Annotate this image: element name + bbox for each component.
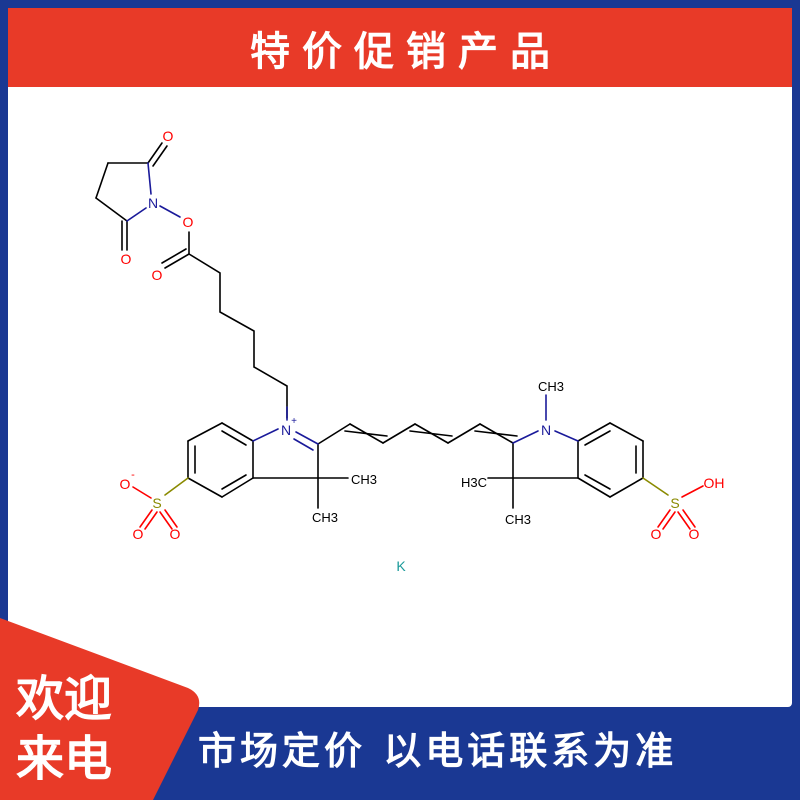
- atom-s: S: [152, 495, 161, 511]
- atom-o: O: [183, 214, 194, 230]
- methyl-label: CH3: [505, 512, 531, 527]
- atom-o: O: [163, 128, 174, 144]
- atom-o: O: [170, 526, 181, 542]
- methyl-label: CH3: [312, 510, 338, 525]
- methyl-label: CH3: [538, 379, 564, 394]
- atom-o: O: [121, 251, 132, 267]
- banner-title: 特价促销产品: [250, 28, 562, 75]
- atom-o-minus: O: [120, 476, 131, 492]
- hydroxyl-label: OH: [704, 475, 725, 491]
- atom-o: O: [133, 526, 144, 542]
- methyl-label: CH3: [351, 472, 377, 487]
- atom-o: O: [689, 526, 700, 542]
- atom-n: N: [148, 195, 158, 211]
- tag-line-2: 来电: [16, 731, 113, 787]
- charge-plus: +: [291, 416, 297, 427]
- atom-n-plus: N: [281, 422, 291, 438]
- atom-o: O: [651, 526, 662, 542]
- product-image-area: [8, 87, 792, 707]
- footer-text: 市场定价 以电话联系为准: [198, 729, 678, 773]
- counterion-k: K: [396, 558, 406, 574]
- atom-s: S: [670, 495, 679, 511]
- charge-minus: -: [131, 469, 135, 481]
- methyl-label: H3C: [461, 475, 487, 490]
- atom-n: N: [541, 422, 551, 438]
- tag-line-1: 欢迎: [16, 671, 113, 727]
- atom-o: O: [152, 267, 163, 283]
- top-banner: 特价促销产品: [8, 8, 792, 87]
